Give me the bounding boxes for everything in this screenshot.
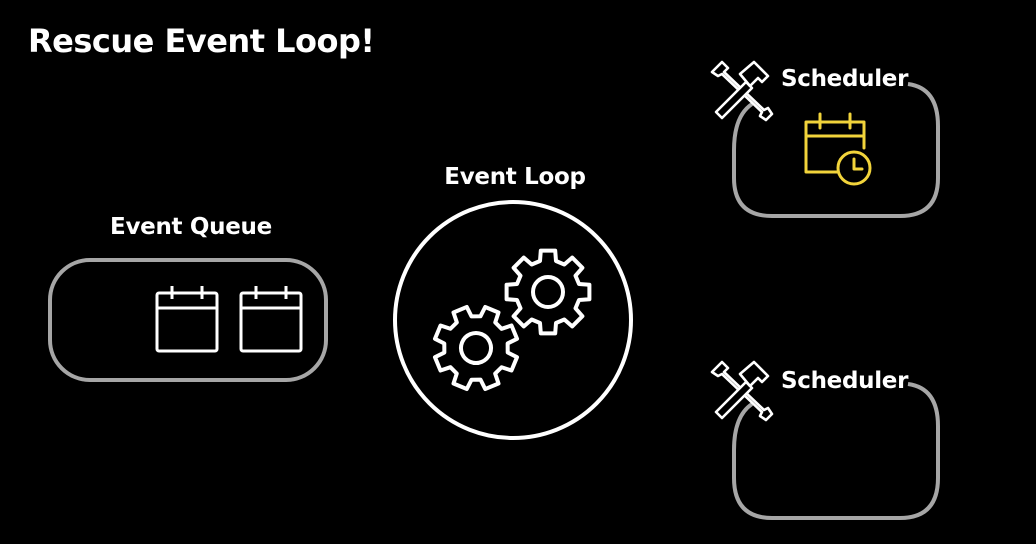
calendar-icon [239, 286, 303, 353]
scheduler-label: Scheduler [781, 368, 909, 394]
hammer-wrench-icon [710, 360, 774, 422]
gears-icon [432, 248, 592, 392]
page-title: Rescue Event Loop! [28, 22, 375, 60]
calendar-clock-icon [804, 112, 872, 186]
calendar-icon [155, 286, 219, 353]
hammer-wrench-icon [710, 60, 774, 122]
event-loop-circle [393, 200, 633, 440]
scheduler-label: Scheduler [781, 66, 909, 92]
event-queue-box [48, 258, 328, 382]
scheduler-box-bottom [732, 382, 940, 520]
event-queue-label: Event Queue [110, 214, 272, 240]
scheduler-box-top [732, 82, 940, 218]
event-loop-label: Event Loop [444, 164, 586, 190]
